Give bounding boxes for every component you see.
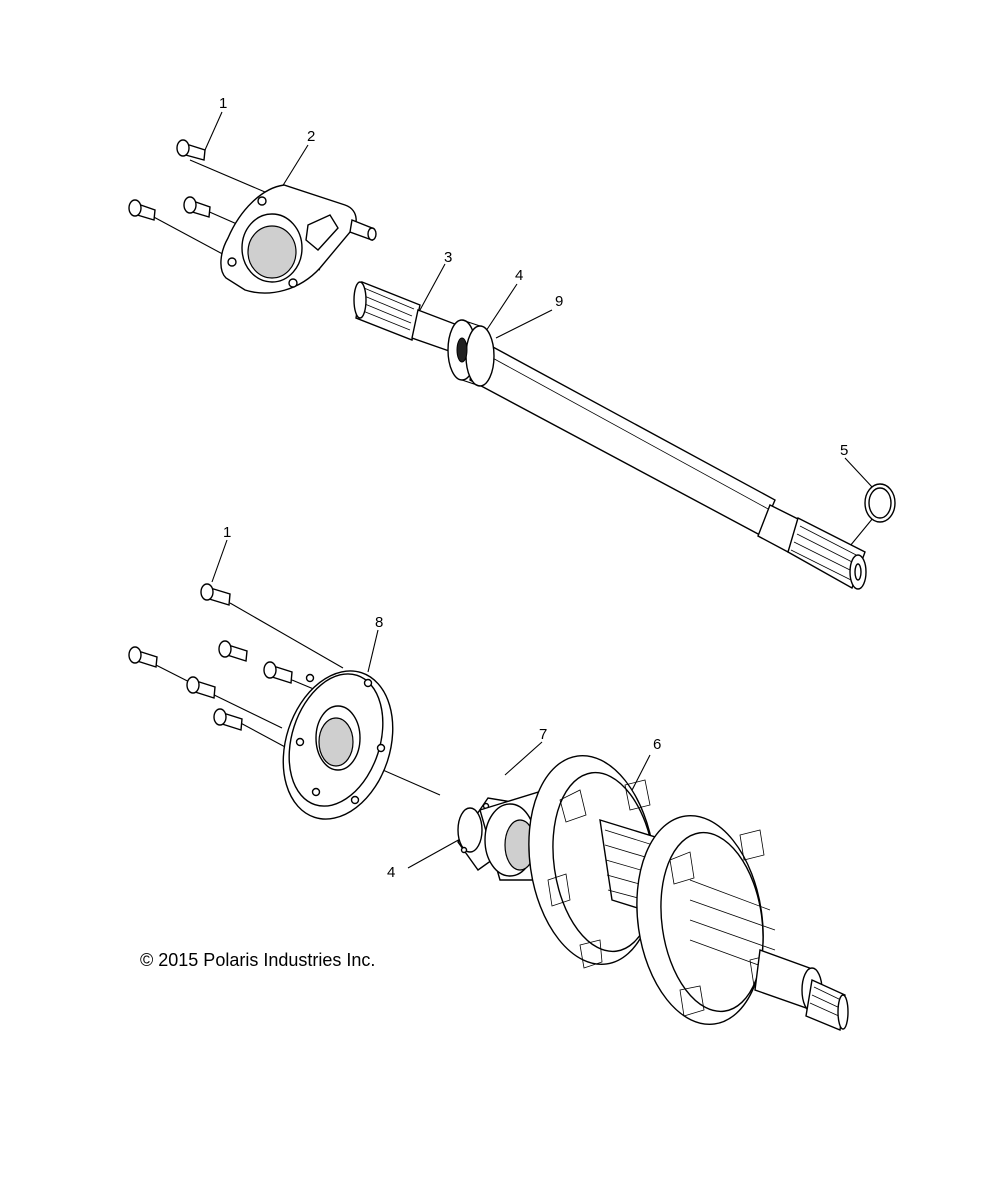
callout-labels: 1 2 3 4 9 5 1 8 7 6 4 [219, 95, 848, 881]
copyright-text: © 2015 Polaris Industries Inc. [140, 950, 375, 970]
clutch-shaft-assembly [457, 754, 849, 1031]
bolt-bottom-3 [218, 640, 248, 662]
bolt-bottom-6 [213, 708, 243, 731]
bolt-bottom-2 [128, 646, 158, 668]
callout-3: 3 [444, 249, 452, 266]
round-flange-plate [282, 670, 394, 820]
bolt-top-3 [183, 196, 211, 218]
bearing-flange-plate [220, 184, 377, 294]
callout-5: 5 [840, 442, 848, 459]
callout-1-top: 1 [219, 95, 227, 112]
callout-7: 7 [539, 726, 547, 743]
bolt-top-2 [128, 199, 156, 221]
callout-4-bottom: 4 [387, 864, 395, 881]
bolt-bottom-4 [263, 661, 293, 684]
callout-8: 8 [375, 614, 383, 631]
callout-9: 9 [555, 293, 563, 310]
callout-2: 2 [307, 128, 315, 145]
driveshaft [353, 281, 867, 590]
bolt-top-1 [176, 139, 206, 161]
callout-1-bottom: 1 [223, 524, 231, 541]
callout-6: 6 [653, 736, 661, 753]
callout-4-top: 4 [515, 267, 523, 284]
o-ring [864, 483, 896, 523]
bolt-bottom-5 [186, 676, 216, 699]
shaft-bearing [447, 319, 495, 387]
bolt-bottom-1 [200, 583, 231, 606]
